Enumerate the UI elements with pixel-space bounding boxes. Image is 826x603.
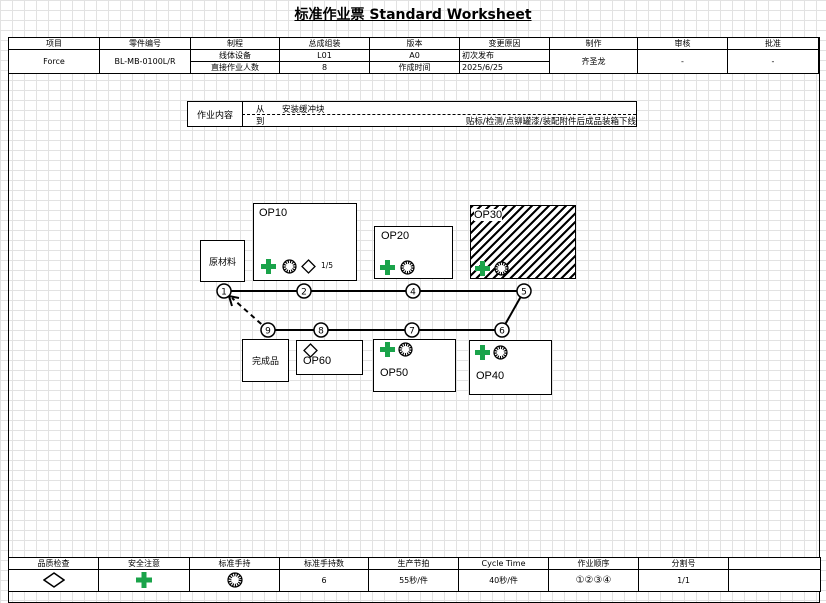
flow-node-8: 8	[313, 322, 329, 338]
part-no-value: BL-MB-0100L/R	[99, 49, 191, 74]
flow-node-2: 2	[296, 283, 312, 299]
op40-station: OP40	[469, 340, 552, 395]
safety-cross-icon	[380, 342, 395, 357]
cycle-time-value: 40秒/件	[458, 569, 549, 592]
svg-text:4: 4	[410, 288, 416, 298]
svg-text:5: 5	[521, 288, 527, 298]
header-table: 项目 零件编号 制程 总成组装 版本 变更原因 制作 审核 批准 Force B…	[8, 37, 819, 74]
svg-text:8: 8	[318, 327, 324, 337]
from-label: 从	[256, 105, 265, 115]
op50-station: OP50	[373, 339, 456, 392]
safety-cross-icon	[136, 571, 152, 588]
to-value: 贴标/检测/点铆罐漆/装配附件后成品装箱下线	[465, 117, 636, 127]
op30-label: OP30	[474, 209, 503, 221]
work-content-from-row: 从 安装缓冲块	[242, 102, 636, 115]
quality-check-icon	[303, 343, 318, 358]
approver-value: -	[727, 49, 819, 74]
safety-cross-icon	[380, 260, 395, 275]
svg-text:7: 7	[409, 327, 415, 337]
op60-label: OP60	[303, 355, 332, 367]
std-wip-icon	[493, 345, 508, 360]
op60-station: OP60	[296, 340, 363, 375]
std-wip-icon	[494, 261, 509, 276]
footer-table: 品质检查 安全注意 标准手持 标准手持数 生产节拍 Cycle Time 作业顺…	[8, 557, 821, 592]
op50-label: OP50	[380, 367, 409, 379]
date-value: 2025/6/25	[459, 61, 550, 74]
std-wip-count-value: 6	[279, 569, 369, 592]
reviewer-value: -	[637, 49, 728, 74]
sequence-value: ①②③④	[548, 569, 639, 592]
project-value: Force	[8, 49, 100, 74]
flow-node-5: 5	[516, 283, 532, 299]
op10-fraction: 1/5	[321, 261, 334, 270]
flow-node-7: 7	[404, 322, 420, 338]
footer-empty-label	[728, 557, 821, 570]
safety-cross-icon	[475, 345, 490, 360]
op10-station: OP10 1/5	[253, 203, 357, 281]
footer-safety-label: 安全注意	[98, 557, 190, 570]
op20-label: OP20	[381, 230, 410, 242]
footer-cycle-label: Cycle Time	[458, 557, 549, 570]
return-dashed-line	[231, 297, 269, 331]
flow-node-9: 9	[260, 322, 276, 338]
work-content-to-row: 到 贴标/检测/点铆罐漆/装配附件后成品装箱下线	[242, 114, 636, 127]
takt-value: 55秒/件	[368, 569, 459, 592]
flow-node-1: 1	[216, 283, 232, 299]
flow-node-6: 6	[494, 322, 510, 338]
footer-takt-label: 生产节拍	[368, 557, 459, 570]
op40-label: OP40	[476, 370, 505, 382]
footer-split-label: 分割号	[638, 557, 729, 570]
safety-cross-icon	[475, 261, 490, 276]
finished-goods-box: 完成品	[242, 339, 289, 382]
svg-text:2: 2	[301, 288, 307, 298]
svg-text:1: 1	[221, 288, 227, 298]
footer-safety-icon-cell	[98, 569, 190, 592]
op20-station: OP20	[374, 226, 453, 279]
split-no-value: 1/1	[638, 569, 729, 592]
footer-quality-label: 品质检查	[8, 557, 99, 570]
footer-std-wip-icon-cell	[189, 569, 280, 592]
std-wip-icon	[226, 571, 243, 588]
raw-material-box: 原材料	[200, 240, 245, 282]
op10-label: OP10	[259, 207, 288, 219]
footer-std-wip-count-label: 标准手持数	[279, 557, 369, 570]
quality-check-icon	[42, 571, 65, 588]
safety-cross-icon	[261, 259, 276, 274]
footer-quality-icon-cell	[8, 569, 99, 592]
maker-value: 齐圣龙	[549, 49, 638, 74]
from-value: 安装缓冲块	[282, 105, 325, 115]
svg-text:9: 9	[265, 327, 271, 337]
to-label: 到	[256, 117, 265, 127]
quality-check-icon	[301, 259, 316, 274]
std-wip-icon	[282, 259, 297, 274]
direct-workers-value: 8	[279, 61, 370, 74]
footer-sequence-label: 作业顺序	[548, 557, 639, 570]
std-wip-icon	[400, 260, 415, 275]
op30-station: OP30	[470, 205, 576, 279]
flow-node-4: 4	[405, 283, 421, 299]
std-wip-icon	[398, 342, 413, 357]
svg-text:6: 6	[499, 327, 505, 337]
footer-empty-value	[728, 569, 821, 592]
work-content-box: 作业内容 从 安装缓冲块 到 贴标/检测/点铆罐漆/装配附件后成品装箱下线	[187, 101, 637, 127]
page-title: 标准作业票 Standard Worksheet	[294, 7, 532, 23]
footer-std-wip-label: 标准手持	[189, 557, 280, 570]
